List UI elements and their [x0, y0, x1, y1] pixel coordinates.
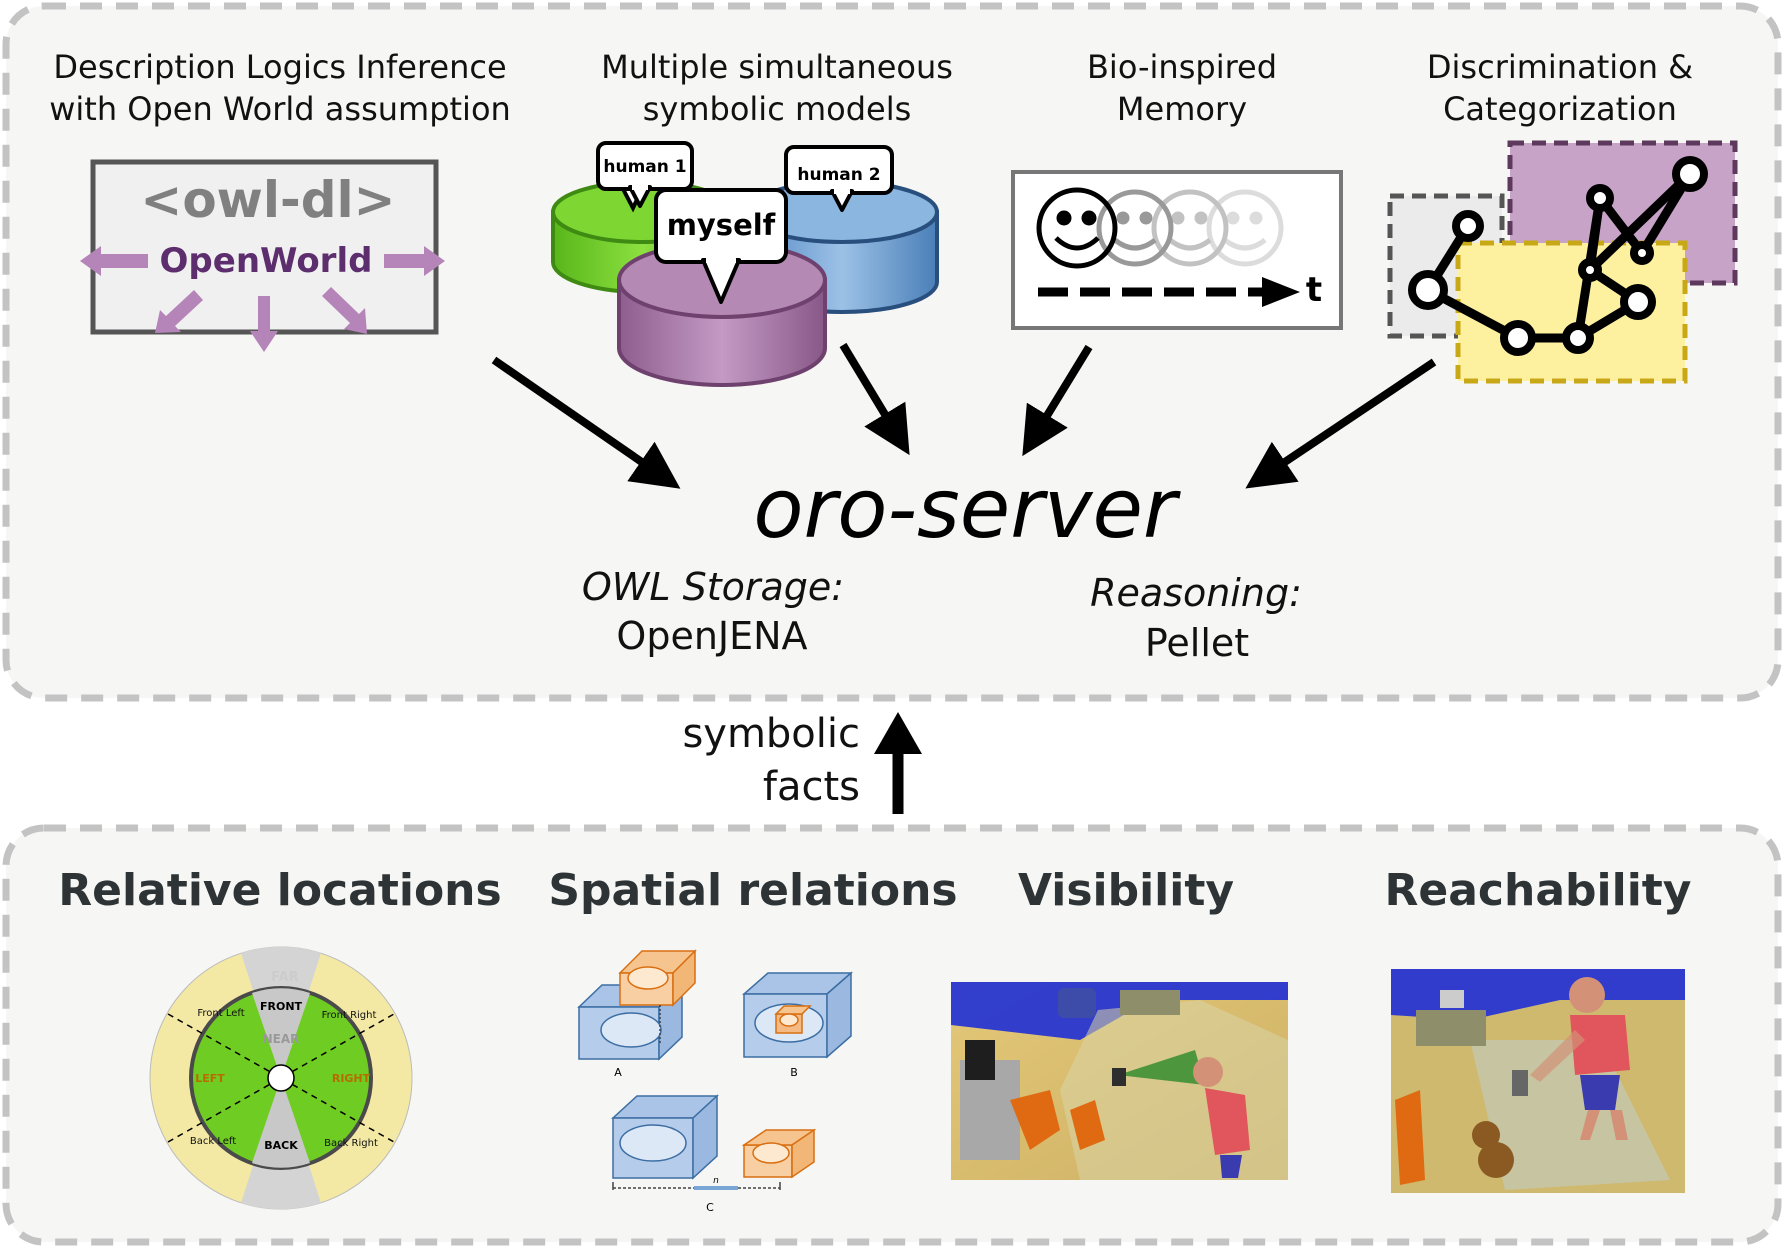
- relative-location-radar: FAR NEAR FRONT BACK LEFT RIGHT Front Lef…: [149, 946, 413, 1210]
- far-label: FAR: [271, 970, 298, 985]
- human1-label: human 1: [603, 157, 686, 177]
- section-reachability: Reachability: [1385, 865, 1692, 916]
- near-label: NEAR: [263, 1032, 300, 1046]
- feature-heading-line2: Categorization: [1443, 90, 1677, 128]
- spatial-case-a: A: [577, 949, 697, 1079]
- spatial-case-b: B: [742, 971, 853, 1079]
- back-label: BACK: [264, 1139, 298, 1152]
- feature-heading-line1: Multiple simultaneous: [601, 48, 953, 86]
- up-arrow-icon: [874, 712, 922, 754]
- front-label: FRONT: [260, 1000, 303, 1013]
- symbolic-models-icon: human 1 human 2 myself: [551, 141, 939, 387]
- open-world-label: OpenWorld: [160, 241, 373, 281]
- feature-symbolic-models: Multiple simultaneous symbolic models: [601, 48, 953, 128]
- link-label-line2: facts: [763, 764, 860, 810]
- storage-value: OpenJENA: [616, 614, 807, 658]
- case-a-label: A: [614, 1066, 622, 1079]
- spatial-relations-illustration: A B n C: [577, 949, 853, 1214]
- front-left-label: Front Left: [197, 1008, 244, 1019]
- back-right-label: Back Right: [324, 1138, 378, 1149]
- input-arrows: [491, 342, 1437, 489]
- feature-heading-line1: Bio-inspired: [1087, 48, 1277, 86]
- right-label: RIGHT: [332, 1072, 371, 1085]
- symbolic-facts-link: symbolic facts: [682, 711, 922, 814]
- case-b-label: B: [790, 1066, 798, 1079]
- feature-heading-line2: with Open World assumption: [49, 90, 511, 128]
- storage-label: OWL Storage:: [582, 565, 844, 609]
- section-spatial-relations: Spatial relations: [548, 865, 957, 916]
- owl-dl-tag: <owl-dl>: [140, 171, 395, 229]
- oro-server-block: oro-server OWL Storage: OpenJENA Reasoni…: [582, 462, 1302, 665]
- visibility-scene-image: [951, 982, 1288, 1180]
- distance-n-label: n: [713, 1176, 719, 1186]
- reachability-scene-image: [1391, 969, 1685, 1193]
- front-right-label: Front Right: [322, 1010, 377, 1021]
- myself-label: myself: [667, 208, 776, 242]
- section-visibility: Visibility: [1018, 865, 1234, 916]
- link-label-line1: symbolic: [682, 711, 860, 757]
- reasoning-value: Pellet: [1145, 621, 1249, 665]
- feature-dl-inference: Description Logics Inference with Open W…: [49, 48, 511, 128]
- human2-label: human 2: [797, 165, 880, 185]
- feature-heading-line2: symbolic models: [643, 90, 912, 128]
- categorization-graph-icon: [1387, 140, 1738, 384]
- feature-heading-line1: Description Logics Inference: [53, 48, 506, 86]
- owl-dl-icon: <owl-dl> OpenWorld: [80, 159, 445, 352]
- feature-heading-line1: Discrimination &: [1427, 48, 1693, 86]
- case-c-label: C: [706, 1201, 714, 1214]
- open-world-arrows-icon: [80, 246, 445, 352]
- time-label: t: [1306, 270, 1322, 310]
- left-label: LEFT: [195, 1072, 225, 1085]
- feature-memory: Bio-inspired Memory: [1087, 48, 1277, 128]
- server-title: oro-server: [753, 462, 1181, 557]
- spatial-case-c: n C: [611, 1094, 817, 1214]
- fading-smiley-icon: [1036, 187, 1284, 269]
- back-left-label: Back Left: [190, 1136, 236, 1147]
- memory-icon: t: [1011, 170, 1343, 330]
- feature-heading-line2: Memory: [1117, 90, 1247, 128]
- feature-categorization: Discrimination & Categorization: [1427, 48, 1693, 128]
- bottom-panel: [2, 824, 1782, 1246]
- section-relative-locations: Relative locations: [58, 865, 501, 916]
- reasoning-label: Reasoning:: [1090, 571, 1302, 615]
